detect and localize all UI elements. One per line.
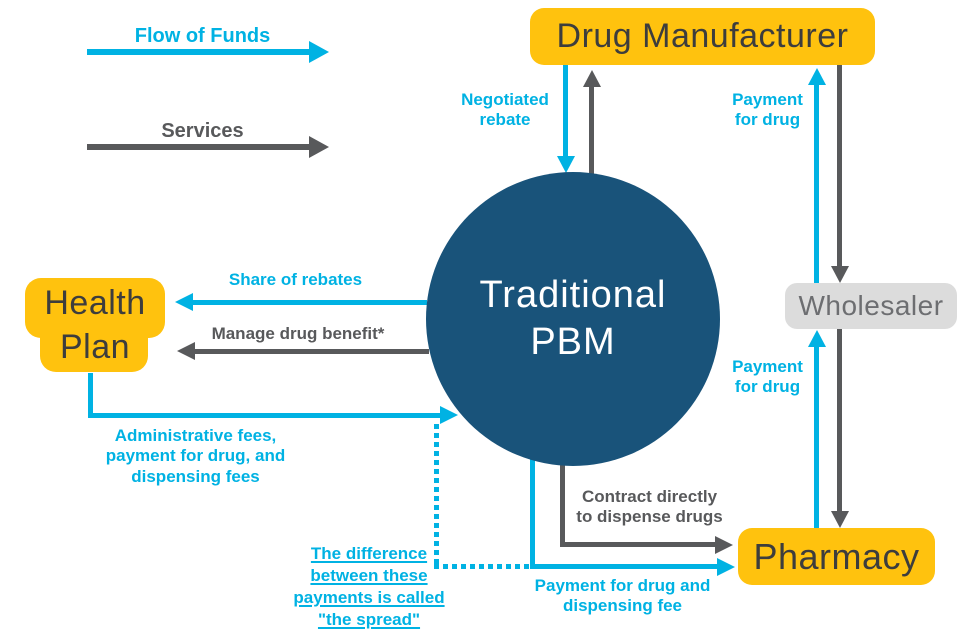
admin-fees-arrow-vertical <box>88 373 93 418</box>
wholesaler-to-manufacturer-arrow <box>814 85 819 283</box>
pbm-to-manufacturer-arrowhead-icon <box>583 70 601 87</box>
wholesaler-to-pharmacy-arrow <box>837 328 842 511</box>
spread-dotted-line-horizontal <box>434 564 532 569</box>
spread-dotted-line-vertical <box>434 424 439 567</box>
node-wholesaler: Wholesaler <box>785 283 957 329</box>
contract-arrow-vertical <box>560 452 565 547</box>
negotiated-rebate-label: Negotiated rebate <box>461 90 549 130</box>
payment-dispensing-label: Payment for drug and dispensing fee <box>534 576 711 616</box>
admin-fees-arrowhead-icon <box>440 406 458 424</box>
share-of-rebates-arrow <box>193 300 427 305</box>
negotiated-rebate-arrowhead-icon <box>557 156 575 173</box>
pbm-label-line2: PBM <box>530 321 616 363</box>
manufacturer-to-wholesaler-arrowhead-icon <box>831 266 849 283</box>
share-of-rebates-label: Share of rebates <box>228 270 363 289</box>
legend-flow-arrowhead-icon <box>309 41 329 63</box>
payment-for-drug-upper-label: Payment for drug <box>732 90 803 130</box>
legend-services-label: Services <box>161 120 244 142</box>
node-traditional-pbm: Traditional PBM <box>426 172 720 466</box>
wholesaler-to-manufacturer-arrowhead-icon <box>808 68 826 85</box>
contract-arrow-horizontal <box>560 542 717 547</box>
manage-benefit-arrow <box>195 349 429 354</box>
legend-flow-of-funds-label: Flow of Funds <box>134 25 271 47</box>
legend-flow-of-funds-arrow <box>87 49 309 55</box>
legend-services-arrow <box>87 144 309 150</box>
admin-fees-label: Administrative fees, payment for drug, a… <box>105 426 286 486</box>
pharmacy-to-wholesaler-arrowhead-icon <box>808 330 826 347</box>
pbm-label-line1: Traditional <box>479 273 667 316</box>
spread-note-label: The difference between these payments is… <box>293 544 445 630</box>
payment-dispensing-arrowhead-icon <box>717 558 735 576</box>
payment-for-drug-lower-label: Payment for drug <box>732 357 803 397</box>
wholesaler-to-pharmacy-arrowhead-icon <box>831 511 849 528</box>
health-plan-label-line1: Health <box>44 283 146 322</box>
health-plan-label-line2: Plan <box>59 328 131 366</box>
pharmacy-to-wholesaler-arrow <box>814 347 819 528</box>
contract-arrowhead-icon <box>715 536 733 554</box>
node-pharmacy: Pharmacy <box>738 528 935 585</box>
payment-dispensing-arrow-horizontal <box>530 564 717 569</box>
manage-drug-benefit-label: Manage drug benefit* <box>211 324 385 343</box>
contract-directly-label: Contract directly to dispense drugs <box>576 487 723 527</box>
legend-services-arrowhead-icon <box>309 136 329 158</box>
pbm-to-manufacturer-arrow <box>589 87 594 180</box>
node-health-plan: Health Plan <box>25 281 165 369</box>
node-drug-manufacturer: Drug Manufacturer <box>530 8 875 65</box>
manufacturer-to-wholesaler-arrow <box>837 65 842 267</box>
negotiated-rebate-arrow <box>563 65 568 157</box>
share-of-rebates-arrowhead-icon <box>175 293 193 311</box>
node-health-plan-bottom <box>40 298 148 372</box>
manage-benefit-arrowhead-icon <box>177 342 195 360</box>
admin-fees-arrow-horizontal <box>88 413 440 418</box>
payment-dispensing-arrow-vertical <box>530 450 535 569</box>
